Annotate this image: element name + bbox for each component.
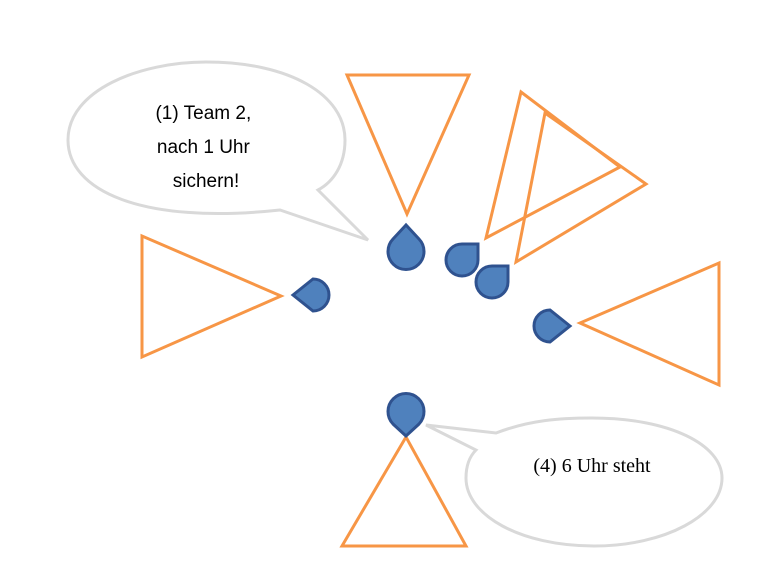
- teardrop-marker-icon: [532, 308, 573, 344]
- callout-line: nach 1 Uhr: [157, 137, 251, 158]
- callout-line: sichern!: [173, 171, 240, 192]
- teardrop-marker-icon: [444, 242, 480, 278]
- upper-right-triangle-back: [483, 89, 623, 241]
- left-triangle: [140, 233, 285, 360]
- callout-6-uhr: (4) 6 Uhr steht: [425, 416, 724, 548]
- callout-team-2: (1) Team 2, nach 1 Uhr sichern!: [66, 60, 370, 242]
- bottom-triangle: [339, 433, 469, 548]
- callout-text: (4) 6 Uhr steht: [533, 455, 651, 477]
- right-triangle: [576, 260, 721, 388]
- teardrop-marker-icon: [386, 222, 426, 271]
- teardrop-marker-icon: [290, 277, 331, 313]
- top-triangle: [344, 73, 472, 218]
- callout-line: (4) 6 Uhr steht: [533, 455, 651, 477]
- callout-text: (1) Team 2, nach 1 Uhr sichern!: [155, 103, 256, 192]
- callout-bubble-shape: [425, 416, 724, 548]
- teardrop-marker-icon: [386, 392, 426, 439]
- callout-bubble-shape: [66, 60, 370, 242]
- callout-line: (1) Team 2,: [155, 103, 251, 124]
- teardrop-marker-icon: [474, 264, 510, 300]
- upper-right-triangle-front: [513, 110, 649, 266]
